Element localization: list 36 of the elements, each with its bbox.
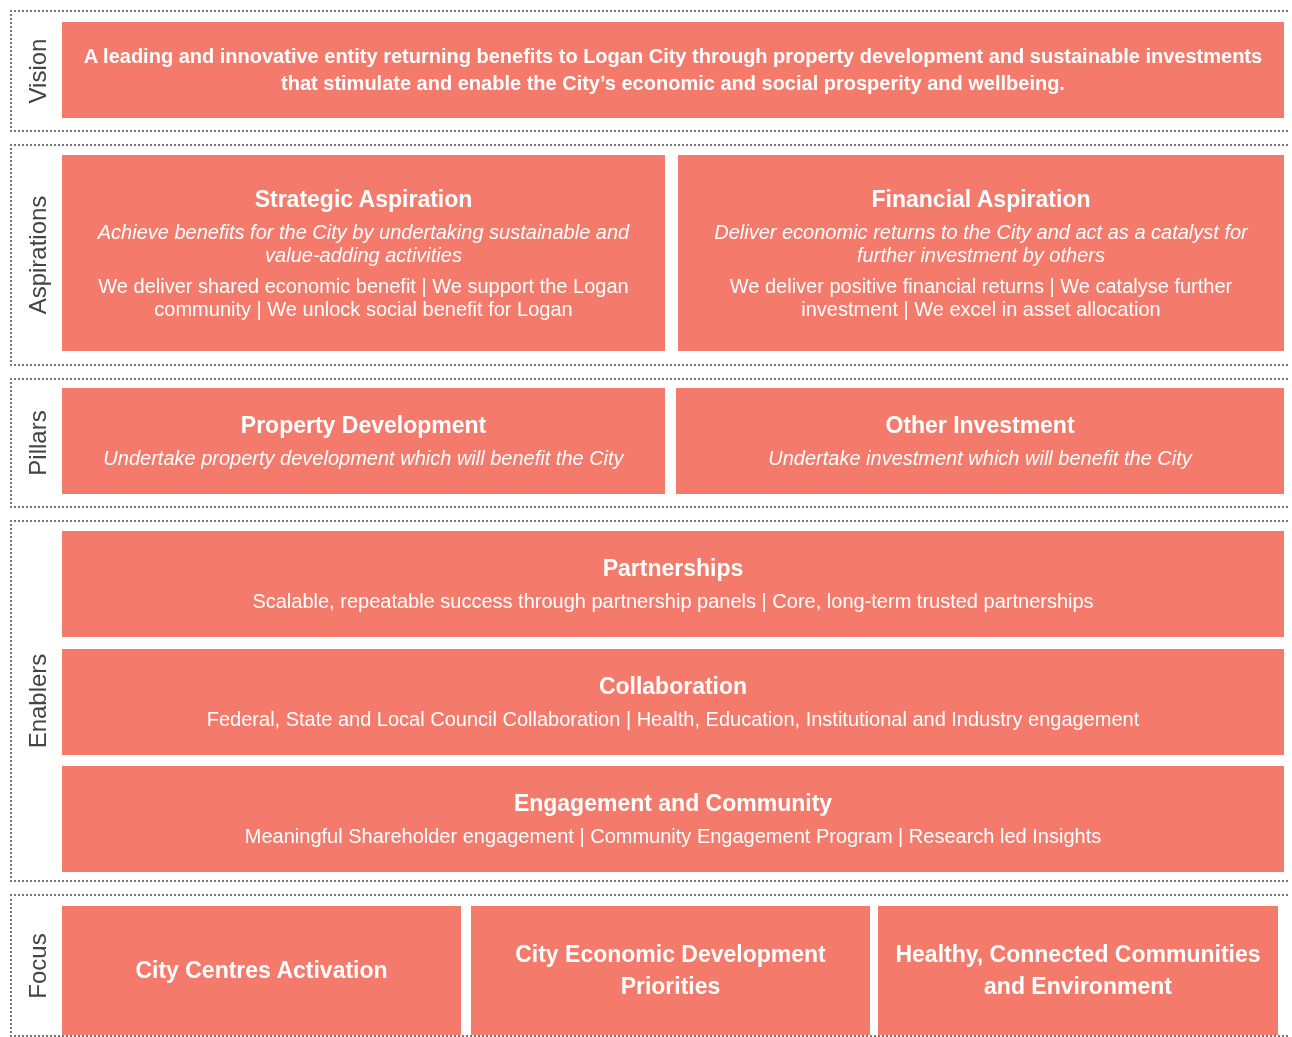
box-text: We deliver positive financial returns | We catalyse further investment | We excel in asset allocation [728, 274, 1234, 321]
strategy-box [62, 906, 461, 1035]
strategy-box [676, 388, 1284, 494]
strategy-box [62, 22, 1284, 118]
box-description: Undertake investment which will benefit the City [768, 447, 1192, 470]
strategy-box [878, 906, 1278, 1035]
box-heading: Strategic Aspiration [254, 185, 473, 213]
box-heading: Property Development [240, 412, 487, 439]
box-text: Federal, State and Local Council Collaboration | Health, Education, Institutional and Industry engagement [206, 708, 1140, 731]
box-description: Undertake property development which will benefit the City [103, 447, 624, 470]
strategy-box [62, 531, 1284, 637]
box-heading: Other Investment [885, 412, 1075, 439]
box-heading: Healthy, Connected Communities and Environment [894, 940, 1262, 1001]
box-heading: City Economic Development Priorities [514, 940, 827, 1001]
box-description: Deliver economic returns to the City and act as a catalyst for further investment by others [713, 220, 1250, 267]
box-text: Scalable, repeatable success through partnership panels | Core, long-term trusted partnerships [252, 590, 1094, 613]
box-heading: Financial Aspiration [871, 185, 1091, 213]
strategy-box [62, 155, 665, 351]
box-description: Achieve benefits for the City by undertaking sustainable and value-adding activities [96, 220, 631, 267]
box-heading: Collaboration [598, 673, 748, 700]
section-label: Focus [24, 932, 52, 999]
box-text: Meaningful Shareholder engagement | Community Engagement Program | Research led Insights [244, 825, 1102, 848]
strategy-box [678, 155, 1284, 351]
strategy-box [62, 766, 1284, 872]
section-label: Vision [24, 38, 52, 104]
box-text: We deliver shared economic benefit | We support the Logan community | We unlock social benefit for Logan [97, 274, 630, 321]
strategy-box [471, 906, 870, 1035]
section-label: Enablers [24, 653, 52, 749]
section-label: Pillars [24, 410, 52, 476]
box-heading: Partnerships [602, 555, 744, 582]
section-label: Aspirations [24, 195, 52, 315]
box-heading: Engagement and Community [513, 790, 833, 817]
strategy-box [62, 388, 665, 494]
strategy-box [62, 649, 1284, 755]
vision-statement: A leading and innovative entity returning benefits to Logan City through property development and sustainable investments that stimulate and enable the City’s economic and social prosperity and wellbeing. [82, 44, 1264, 96]
box-heading: City Centres Activation [135, 955, 388, 985]
